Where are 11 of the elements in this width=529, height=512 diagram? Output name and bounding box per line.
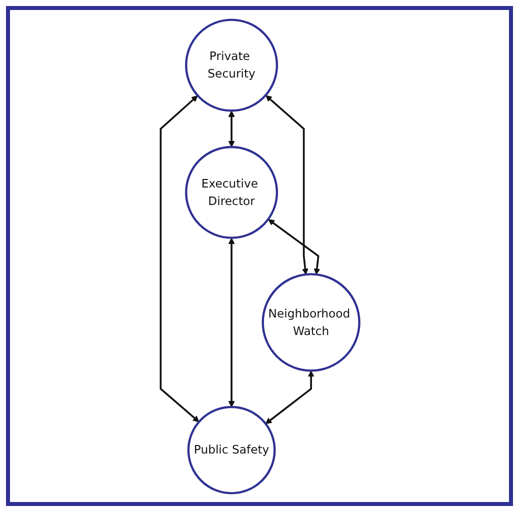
arrow: [264, 370, 314, 424]
frame-border: Private Security Executive Director Neighborhood Watch Public Safety: [6, 6, 513, 506]
arrow: [268, 218, 320, 274]
arrow: [228, 237, 234, 407]
node-circle: [186, 405, 276, 494]
node-circle: [261, 272, 360, 372]
node-circle: [184, 145, 278, 238]
arrow: [159, 94, 199, 422]
arrow: [228, 110, 234, 147]
node-circle: [184, 18, 278, 112]
arrow: [265, 94, 308, 274]
